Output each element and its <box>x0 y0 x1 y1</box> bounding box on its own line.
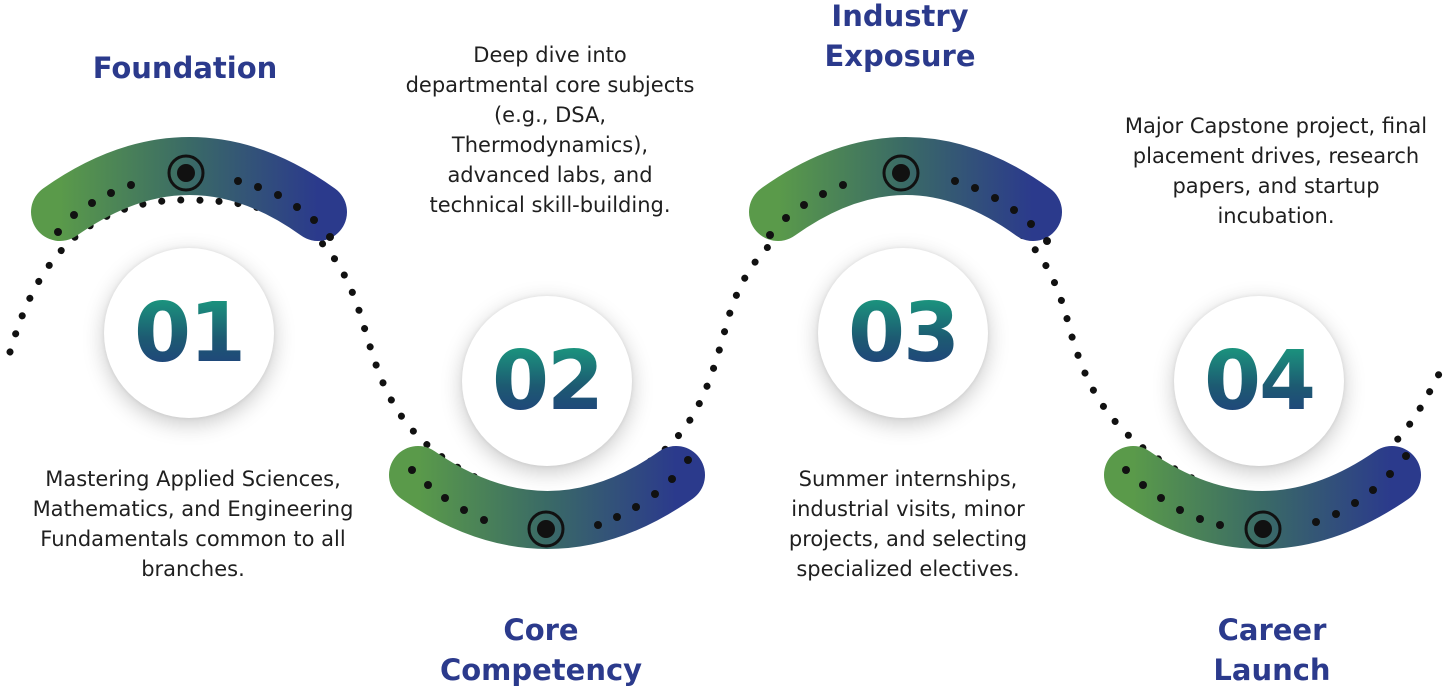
step-01-number: 01 <box>133 285 246 381</box>
arc-dots-04 <box>1122 452 1410 529</box>
arc-dots-01 <box>54 177 334 241</box>
step-03-number: 03 <box>847 285 960 381</box>
step-04-title: Career Launch <box>1213 613 1331 687</box>
target-icon <box>1244 510 1282 548</box>
step-01-number-circle: 01 <box>104 248 274 418</box>
dotted-connector-path <box>6 176 1444 509</box>
arc-band-02 <box>389 446 705 549</box>
arc-dots-02 <box>408 456 692 529</box>
step-02-description: Deep dive into departmental core subject… <box>405 43 695 217</box>
step-04-number-circle: 04 <box>1174 296 1344 466</box>
step-02-number: 02 <box>491 333 604 429</box>
target-icon <box>167 154 205 192</box>
step-02-number-circle: 02 <box>462 296 632 466</box>
step-03-number-circle: 03 <box>818 248 988 418</box>
target-icon <box>882 154 920 192</box>
step-02-title: Core Competency <box>439 613 643 687</box>
arc-dots-03 <box>766 177 1051 245</box>
step-01-description: Mastering Applied Sciences, Mathematics,… <box>32 467 354 581</box>
step-03-description: Summer internships, industrial visits, m… <box>788 467 1028 581</box>
step-04-description: Major Capstone project, final placement … <box>1124 114 1428 228</box>
step-01-title: Foundation <box>92 51 278 85</box>
arc-band-04 <box>1104 446 1421 549</box>
target-icon <box>527 510 565 548</box>
step-03-title: Industry Exposure <box>824 0 976 73</box>
step-04-number: 04 <box>1203 333 1316 429</box>
